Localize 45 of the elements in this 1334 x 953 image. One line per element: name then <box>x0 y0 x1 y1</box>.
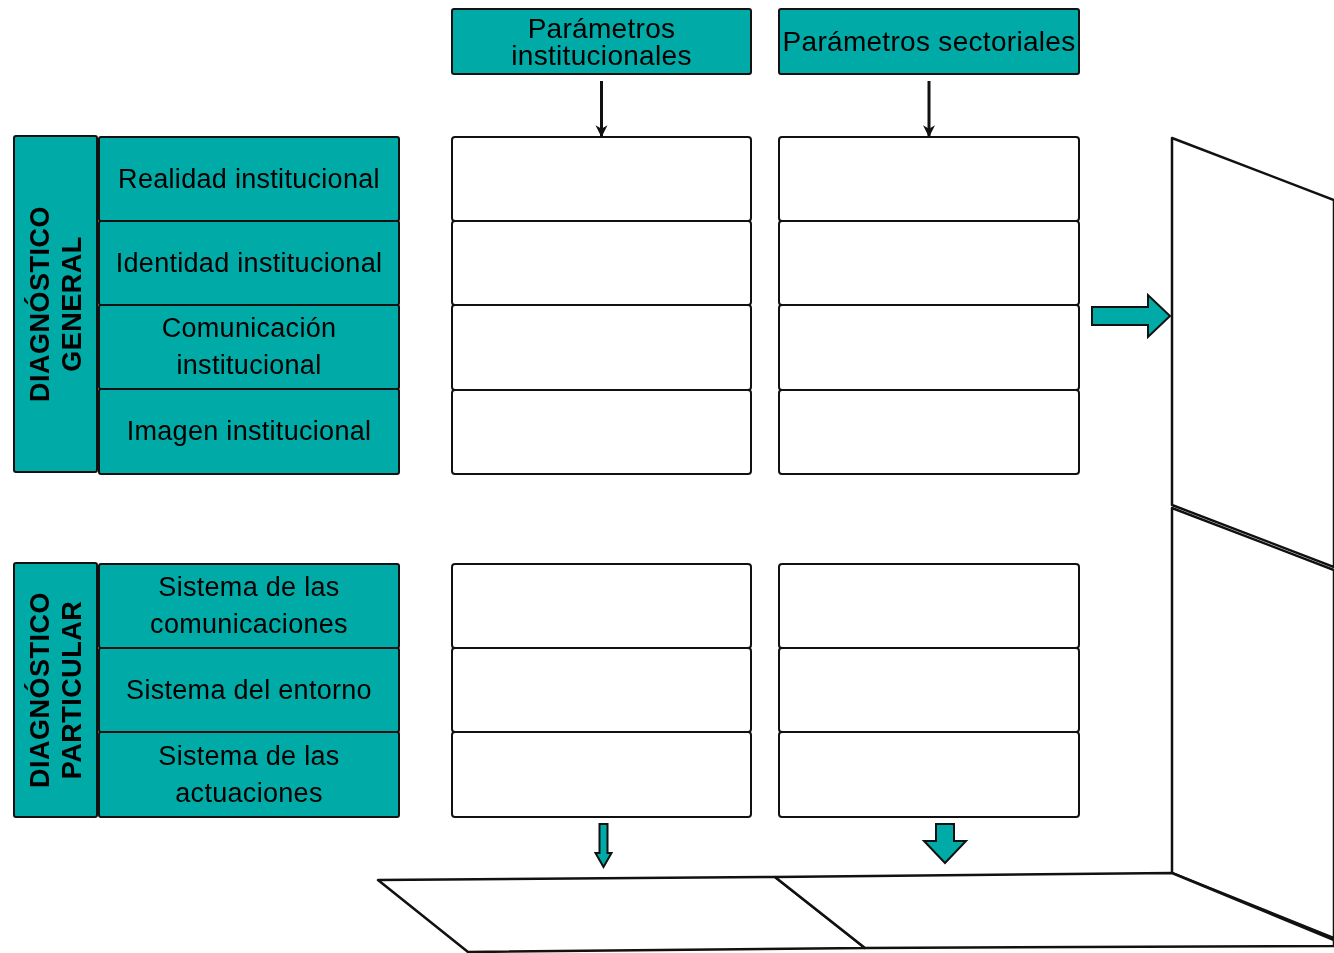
perspective-plane <box>378 877 866 953</box>
empty-cell-box <box>451 647 752 733</box>
perspective-plane <box>1172 508 1334 939</box>
box-label: Sistema del entorno <box>126 673 372 707</box>
category-box <box>98 220 400 306</box>
empty-cell-box <box>778 220 1080 306</box>
section-title: DIAGNÓSTICO GENERAL <box>23 205 88 404</box>
box-label: Realidad institucional <box>118 162 380 196</box>
category-box <box>98 731 400 818</box>
perspective-plane <box>775 873 1334 949</box>
category-box <box>98 136 400 222</box>
box-label: Comunicación institucional <box>160 312 338 382</box>
section-title: DIAGNÓSTICO PARTICULAR <box>23 591 88 790</box>
empty-cell-box <box>778 389 1080 475</box>
empty-cell-box <box>451 563 752 649</box>
box-label: Parámetros sectoriales <box>782 28 1076 55</box>
arrow <box>593 823 614 869</box>
arrow <box>1091 292 1172 340</box>
parameter-header-box <box>778 8 1080 75</box>
arrow <box>923 81 935 138</box>
arrow <box>595 81 608 138</box>
box-label: Parámetros institucionales <box>510 14 693 69</box>
box-label: Sistema de las actuaciones <box>157 739 341 810</box>
perspective-plane <box>1172 138 1334 568</box>
section-band <box>13 135 98 473</box>
arrow <box>921 823 969 865</box>
category-box <box>98 647 400 733</box>
empty-cell-box <box>451 136 752 222</box>
empty-cell-box <box>451 731 752 818</box>
empty-cell-box <box>778 304 1080 391</box>
empty-cell-box <box>451 220 752 306</box>
box-label: Imagen institucional <box>126 415 372 448</box>
parameter-header-box <box>451 8 752 75</box>
category-box <box>98 563 400 649</box>
empty-cell-box <box>778 563 1080 649</box>
empty-cell-box <box>778 647 1080 733</box>
empty-cell-box <box>778 136 1080 222</box>
category-box <box>98 304 400 390</box>
box-label: Identidad institucional <box>115 246 383 280</box>
box-label: Sistema de las comunicaciones <box>149 571 349 641</box>
empty-cell-box <box>451 389 752 475</box>
section-band <box>13 562 98 818</box>
empty-cell-box <box>451 304 752 391</box>
empty-cell-box <box>778 731 1080 818</box>
category-box <box>98 388 400 475</box>
